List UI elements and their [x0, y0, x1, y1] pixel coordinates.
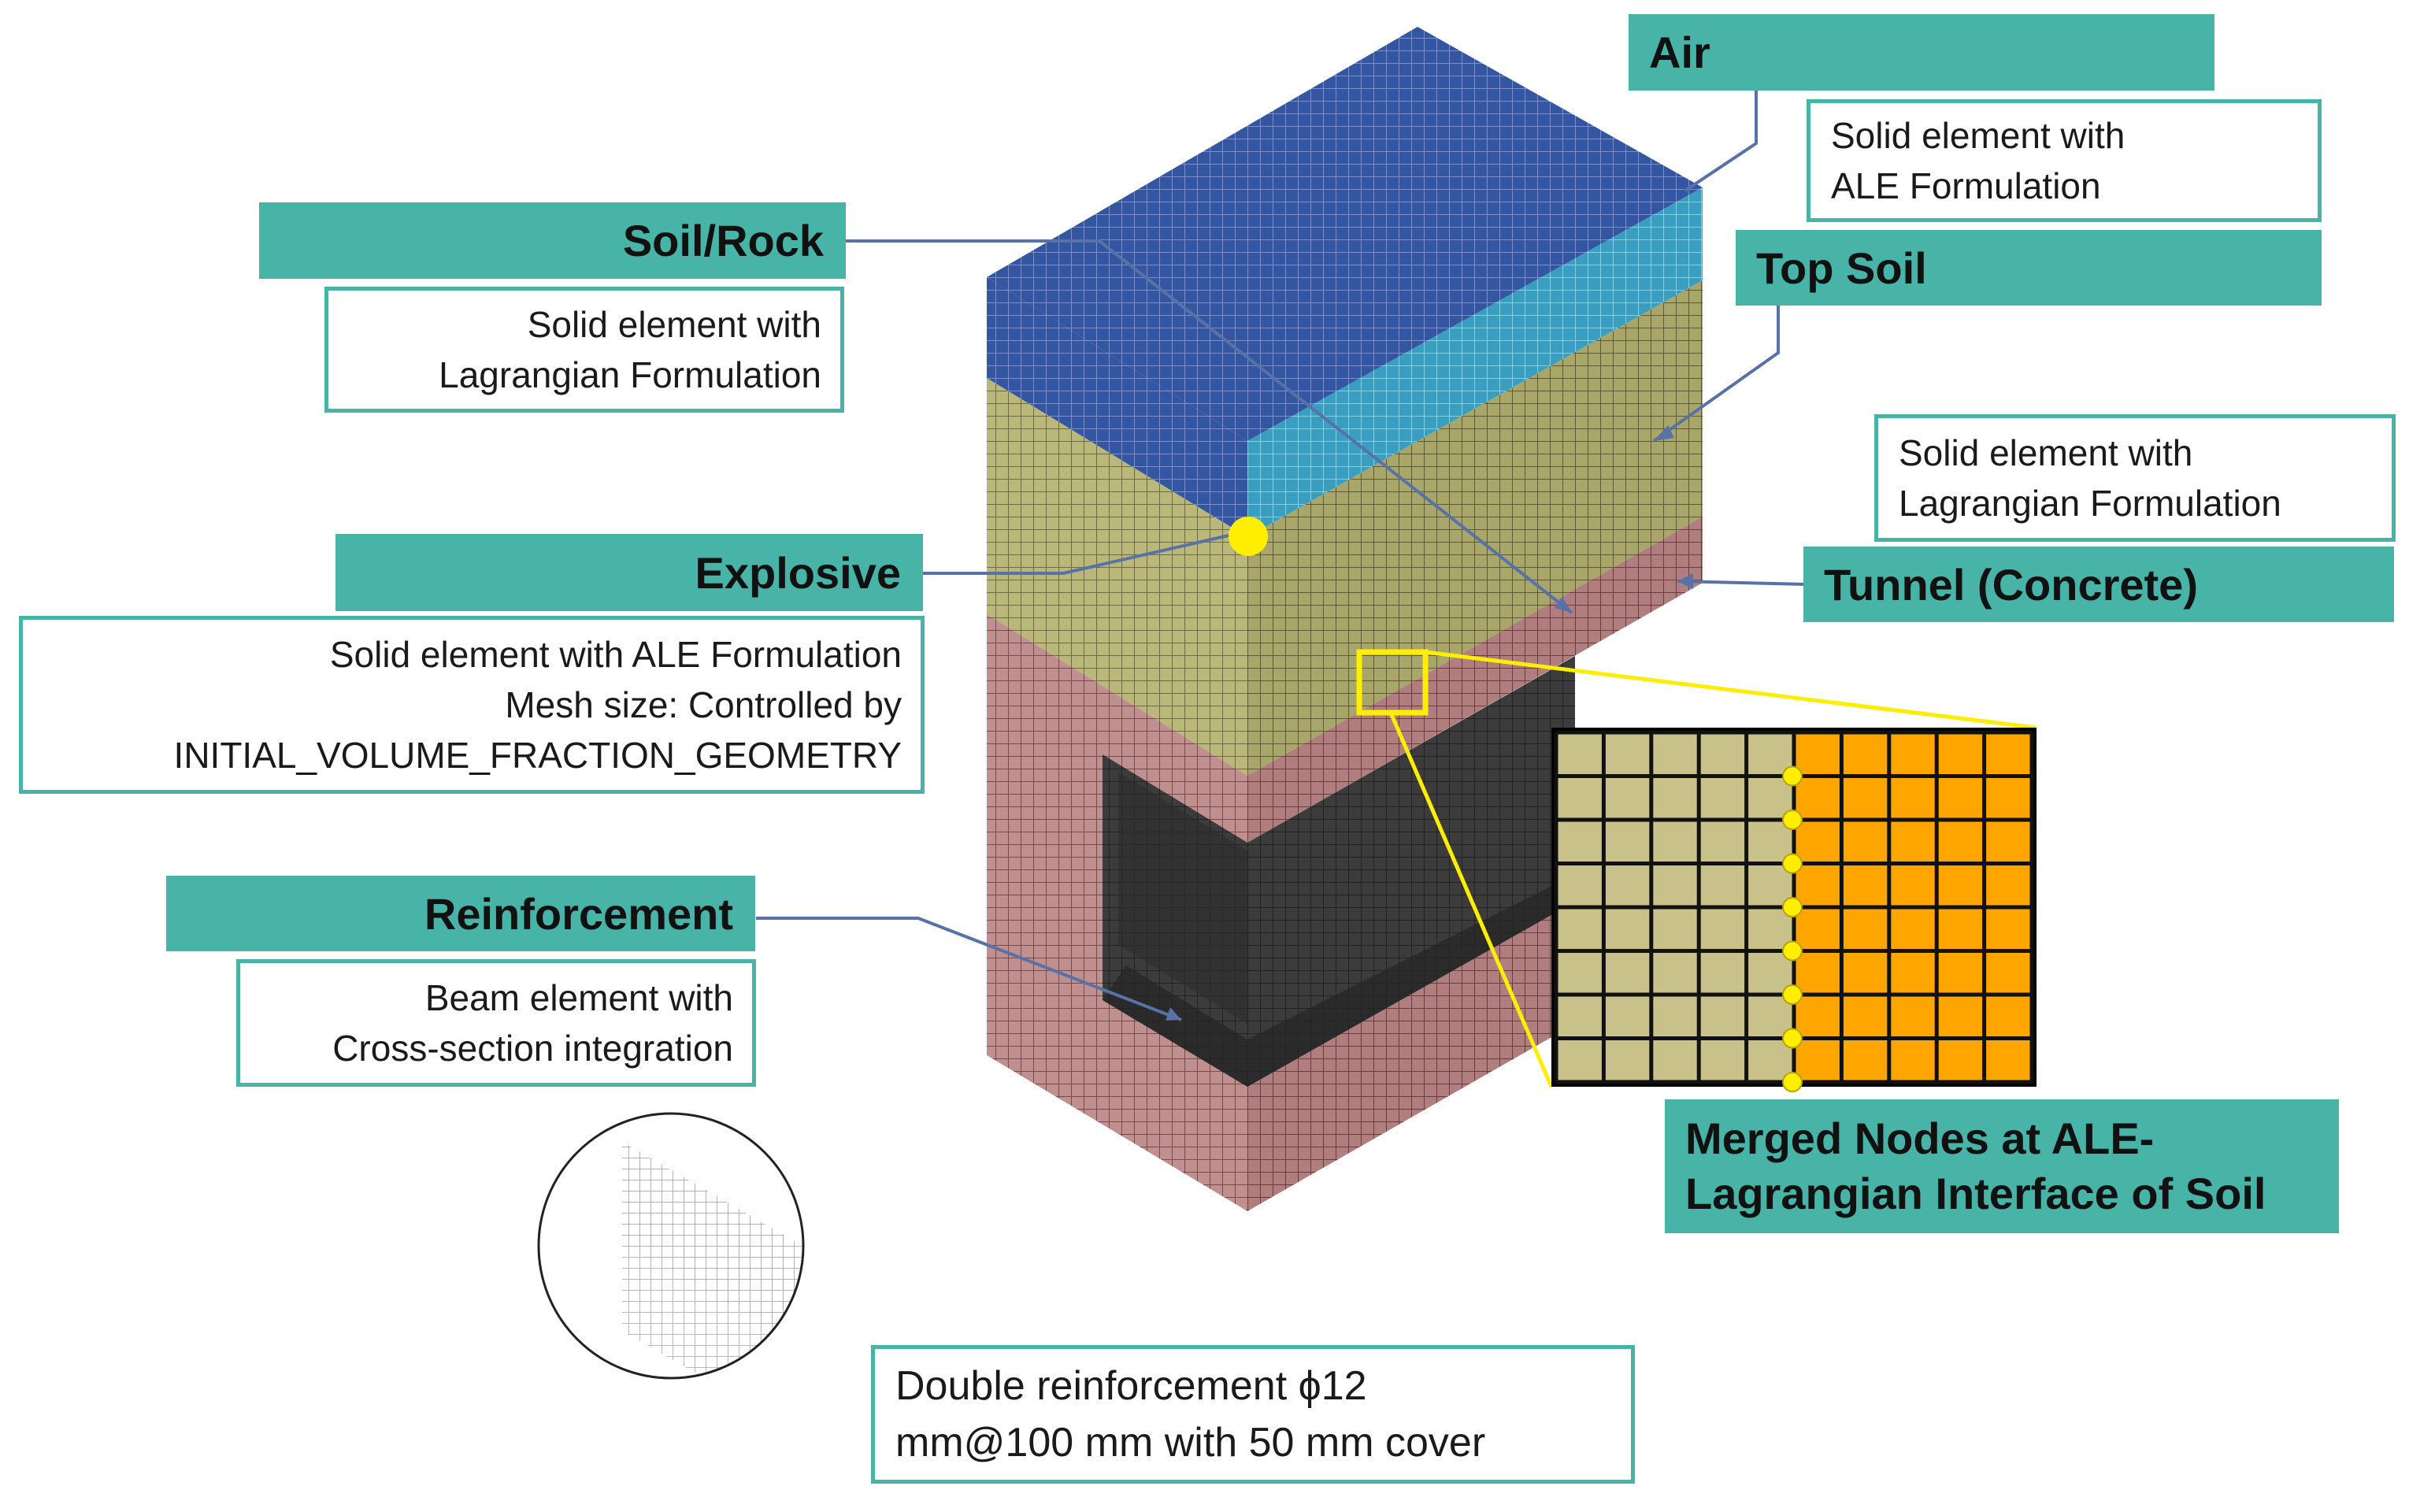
explosive-desc-line-2: Mesh size: Controlled by — [505, 684, 902, 725]
double-reinforcement-line-2: mm@100 mm with 50 mm cover — [895, 1420, 1486, 1466]
explosive-description: Solid element with ALE Formulation Mesh … — [19, 616, 925, 794]
explosive-desc-line-1: Solid element with ALE Formulation — [329, 634, 902, 675]
top-soil-desc-line-1: Solid element with — [1899, 432, 2193, 473]
explosive-label: Explosive — [335, 534, 923, 611]
air-side-face — [1247, 187, 1703, 537]
air-front-face — [987, 277, 1247, 537]
leader-lines — [756, 88, 1804, 1021]
double-reinforcement-description: Double reinforcement ϕ12 mm@100 mm with … — [871, 1345, 1635, 1484]
merged-nodes-line-1: Merged Nodes at ALE- — [1685, 1114, 2155, 1163]
mesh-model — [987, 27, 1703, 1211]
merged-nodes-line-2: Lagrangian Interface of Soil — [1685, 1169, 2266, 1218]
tunnel-inner-wall — [1118, 772, 1247, 1024]
leader-arrowheads — [1166, 425, 1693, 1021]
soil-rock-label: Soil/Rock — [259, 202, 846, 279]
zoom-callout — [1356, 649, 2037, 1088]
tunnel-leader — [1677, 580, 1804, 586]
merged-node — [1782, 897, 1803, 917]
merged-node — [1782, 765, 1803, 787]
merged-node — [1782, 810, 1803, 830]
interface-detail — [1551, 728, 2037, 1092]
air-description: Solid element with ALE Formulation — [1807, 99, 2322, 222]
top-soil-front-face — [987, 378, 1247, 776]
merged-node — [1782, 940, 1803, 962]
reinforcement-zoom-circle — [537, 1112, 805, 1380]
soil-rock-desc-line-1: Solid element with — [527, 304, 821, 345]
explosive-desc-line-3: INITIAL_VOLUME_FRACTION_GEOMETRY — [173, 735, 902, 776]
explosive-charge — [1229, 517, 1268, 556]
reinforcement-desc-line-2: Cross-section integration — [332, 1028, 733, 1069]
top-soil-description: Solid element with Lagrangian Formulatio… — [1874, 414, 2396, 542]
reinforcement-leader — [756, 917, 1182, 1021]
top-soil-desc-line-2: Lagrangian Formulation — [1899, 483, 2281, 524]
soil-rock-leader — [846, 239, 1573, 614]
air-top-face — [987, 27, 1703, 441]
merged-node — [1782, 1072, 1803, 1092]
tunnel-label: Tunnel (Concrete) — [1803, 547, 2394, 622]
soil-rock-side-face — [1247, 517, 1703, 843]
air-leader — [1684, 88, 1758, 192]
reinforcement-label: Reinforcement — [166, 876, 755, 951]
soil-rock-description: Solid element with Lagrangian Formulatio… — [324, 287, 844, 413]
reinforcement-desc-line-1: Beam element with — [424, 977, 733, 1018]
soil-rock-lower-face — [1247, 902, 1575, 1211]
double-reinforcement-line-1: Double reinforcement ϕ12 — [895, 1363, 1367, 1409]
air-label: Air — [1629, 14, 2214, 91]
air-desc-line-2: ALE Formulation — [1831, 165, 2101, 206]
top-soil-label: Top Soil — [1736, 230, 2322, 306]
merged-nodes-label: Merged Nodes at ALE- Lagrangian Interfac… — [1665, 1099, 2339, 1233]
merged-node — [1782, 853, 1803, 874]
merged-node — [1782, 1028, 1803, 1049]
top-soil-leader — [1652, 306, 1780, 443]
reinforcement-description: Beam element with Cross-section integrat… — [236, 959, 756, 1087]
soil-rock-desc-line-2: Lagrangian Formulation — [439, 354, 821, 395]
air-desc-line-1: Solid element with — [1831, 115, 2125, 156]
merged-node — [1782, 984, 1803, 1005]
explosive-leader — [923, 534, 1229, 575]
tunnel-floor — [1103, 874, 1575, 1087]
